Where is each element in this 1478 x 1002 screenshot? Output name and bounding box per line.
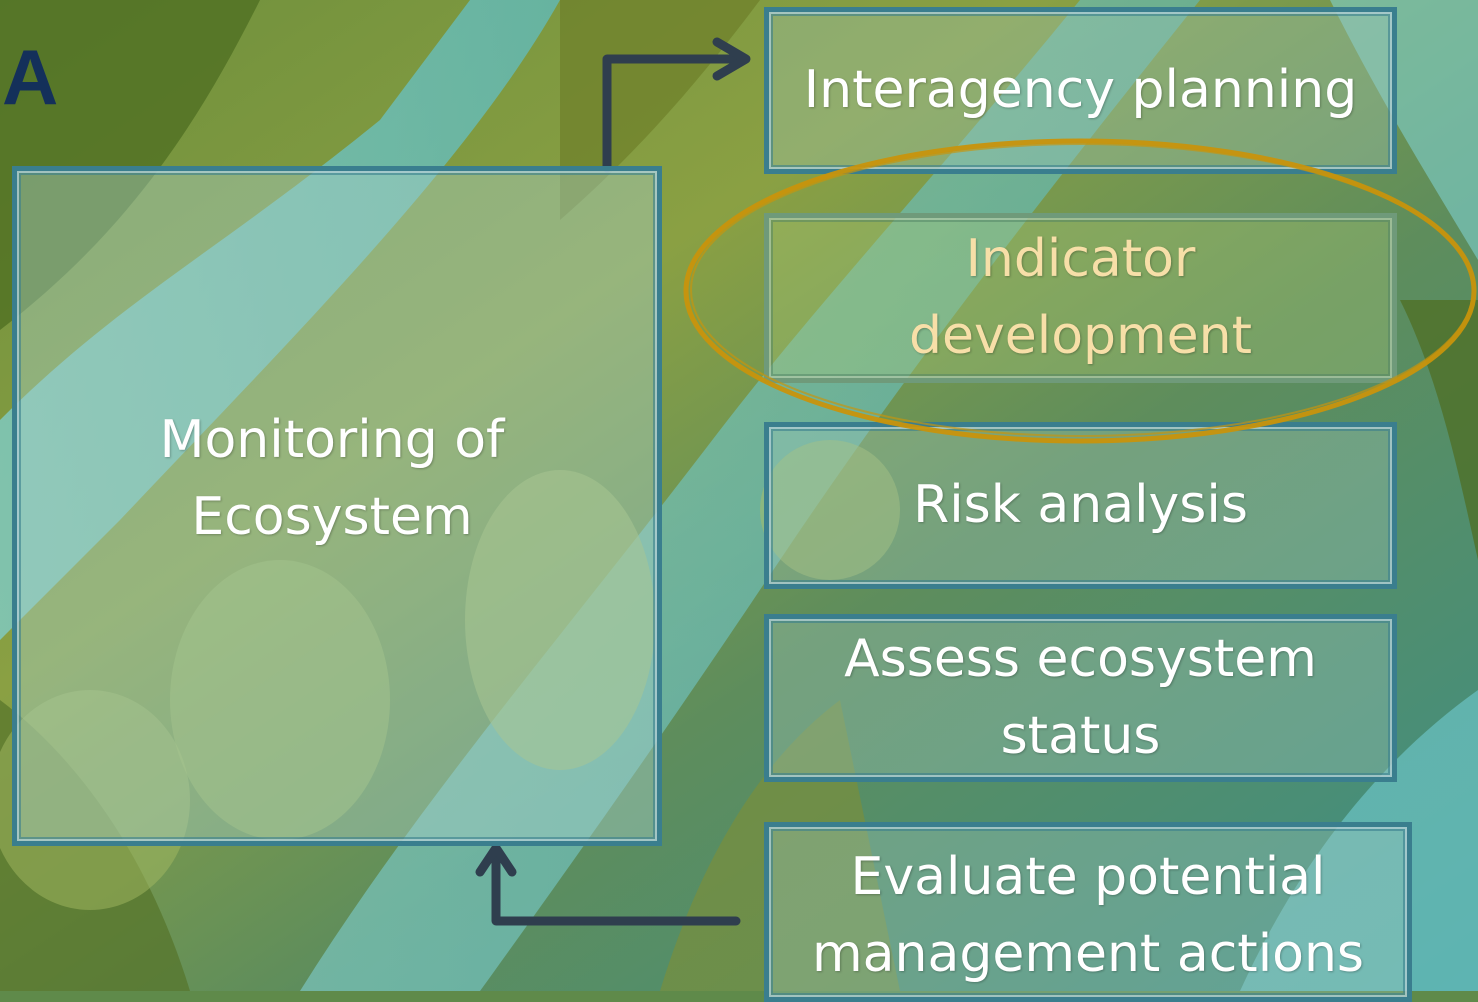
monitoring-of-ecosystem-box: Monitoring of Ecosystem: [12, 166, 662, 846]
step-interagency-planning: Interagency planning: [764, 7, 1397, 174]
step-label: Evaluate potential management actions: [811, 847, 1365, 984]
step-assess-ecosystem-status: Assess ecosystem status: [764, 614, 1397, 782]
step-evaluate-management-actions: Evaluate potential management actions: [764, 822, 1412, 1002]
monitoring-label: Monitoring of Ecosystem: [159, 410, 505, 547]
step-label: Risk analysis: [913, 475, 1248, 536]
step-risk-analysis: Risk analysis: [764, 422, 1397, 589]
step-label: Interagency planning: [803, 60, 1358, 121]
panel-label: A: [2, 33, 59, 121]
step-label: Assess ecosystem status: [844, 629, 1317, 766]
step-indicator-development: Indicator development: [764, 213, 1397, 383]
step-label: Indicator development: [908, 229, 1253, 366]
